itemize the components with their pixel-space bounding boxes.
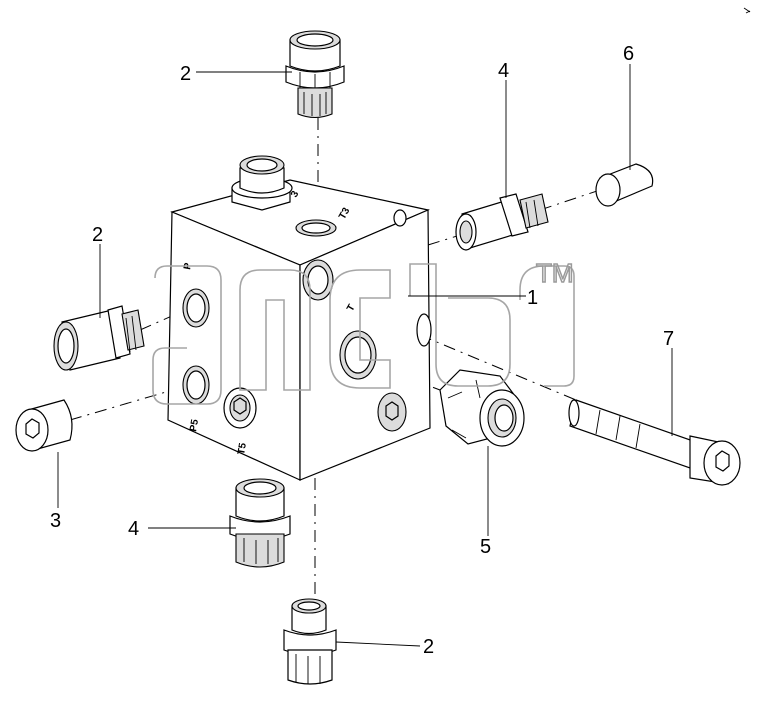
fitting-2-bottom [283,598,337,685]
watermark-tm: TM [536,258,574,288]
watermark: TM [152,257,575,405]
leader-lines [57,64,673,647]
bolt-7 [568,399,741,486]
callout-7: 7 [663,328,674,350]
callout-5: 5 [480,536,491,558]
callout-2-left: 2 [92,224,103,246]
fitting-2-left [53,305,145,371]
fitting-2-top [285,30,345,119]
fitting-4-top [455,193,549,251]
callout-6: 6 [623,43,634,65]
port-label-t5: T5 [236,442,249,456]
cap-6 [595,163,654,207]
callout-1: 1 [527,287,538,309]
callout-2-bottom: 2 [423,636,434,658]
corner-mark [743,7,751,14]
callout-2-top: 2 [180,63,191,85]
port-label-p5: P5 [188,418,201,432]
fitting-4-bottom [229,478,291,568]
callout-4-bottom: 4 [128,518,139,540]
valve-block [167,179,432,481]
nut-5 [439,369,525,447]
callout-3: 3 [50,510,61,532]
callout-4-top: 4 [498,60,509,82]
port-label-3: 3 [289,189,302,200]
port-label-t3: T3 [337,206,353,222]
plug-3 [15,399,73,452]
block-top-fitting [231,155,293,211]
port-label-t: T [345,303,358,314]
